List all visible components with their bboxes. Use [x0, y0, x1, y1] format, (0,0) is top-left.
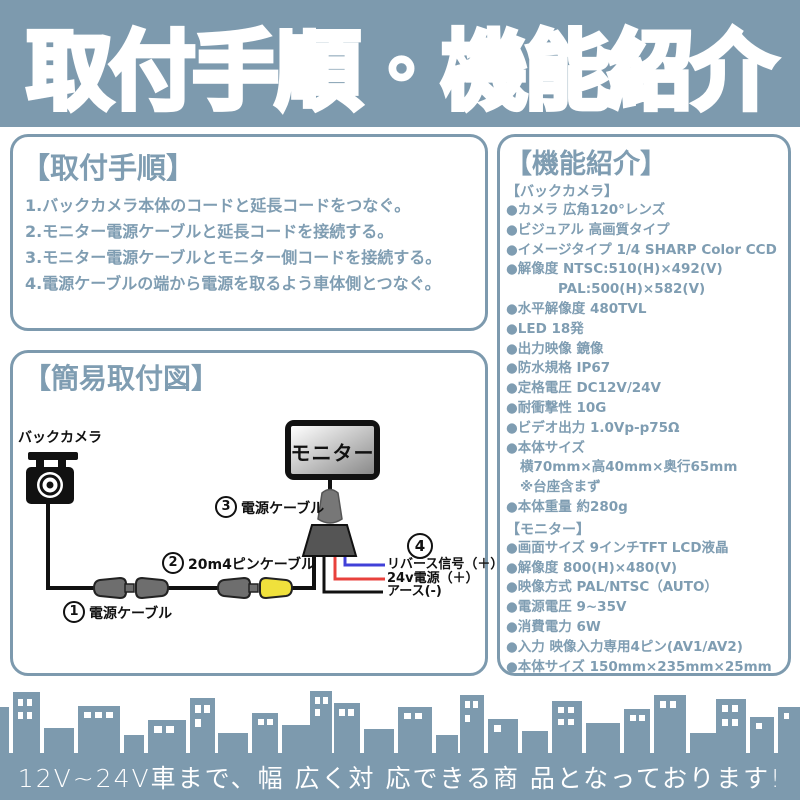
- features-panel: 【機能紹介】 【バックカメラ】 ●カメラ 広角120°レンズ ●ビジュアル 高画…: [497, 134, 791, 676]
- camera-spec-line: ●LED 18発: [506, 320, 584, 337]
- city-skyline: [0, 691, 800, 753]
- yellow-rca-connector: [259, 576, 294, 600]
- camera-spec-line: ●ビジュアル 高画質タイプ: [506, 221, 670, 238]
- reverse-wire: [343, 556, 385, 567]
- install-step-4: 4.電源ケーブルの端から電源を取るよう車体側とつなぐ。: [25, 274, 441, 293]
- connector-pair-1: [92, 576, 170, 600]
- page-title: 取付手順・機能紹介: [24, 20, 779, 125]
- splitter-icon: [301, 524, 358, 557]
- callout-1-badge: 1: [63, 601, 85, 623]
- install-step-1: 1.バックカメラ本体のコードと延長コードをつなぐ。: [25, 196, 411, 215]
- monitor-plug-icon: [301, 488, 358, 557]
- install-steps-heading: 【取付手順】: [21, 151, 196, 185]
- camera-spec-line: ●本体重量 約280g: [506, 498, 628, 515]
- wiring-diagram-drawing: [26, 420, 385, 600]
- install-step-3: 3.モニター電源ケーブルとモニター側コードを接続する。: [25, 248, 442, 267]
- camera-spec-line: ●カメラ 広角120°レンズ: [506, 202, 666, 218]
- callout-3-label: 電源ケーブル: [241, 501, 325, 517]
- camera-spec-line: ●水平解像度 480TVL: [506, 300, 647, 317]
- camera-spec-line: ●定格電圧 DC12V/24V: [506, 380, 661, 397]
- camera-spec-line: PAL:500(H)×582(V): [558, 281, 706, 298]
- camera-spec-line: ※台座含まず: [520, 479, 601, 496]
- camera-spec-line: ●本体サイズ: [506, 439, 585, 456]
- monitor-spec-line: ●解像度 800(H)×480(V): [506, 559, 678, 576]
- wiring-diagram-panel: 【簡易取付図】 バックカメラ モニター 1 電源ケーブル 2 20m4ピンケーブ…: [10, 350, 503, 676]
- monitor-label: モニター: [290, 441, 375, 465]
- monitor-spec-line: ●消費電力 6W: [506, 618, 601, 635]
- install-steps-panel: 【取付手順】 1.バックカメラ本体のコードと延長コードをつなぐ。 2.モニター電…: [10, 134, 488, 331]
- title-banner: 取付手順・機能紹介: [0, 0, 800, 127]
- diagram-heading: 【簡易取付図】: [23, 362, 220, 395]
- callout-2-badge: 2: [162, 552, 184, 574]
- camera-spec-line: ●出力映像 鏡像: [506, 340, 604, 357]
- camera-spec-line: ●解像度 NTSC:510(H)×492(V): [506, 261, 723, 278]
- monitor-spec-line: ●電源電圧 9~35V: [506, 599, 627, 616]
- video-cable-line: [290, 556, 316, 590]
- camera-spec-line: ●ビデオ出力 1.0Vp-p75Ω: [506, 419, 680, 436]
- features-heading: 【機能紹介】: [505, 149, 667, 180]
- monitor-spec-line: ●本体サイズ 150mm×235mm×25mm: [506, 658, 772, 675]
- footer-banner: 12V~24V車まで、幅 広く対 応できる商 品となっております!: [0, 753, 800, 800]
- callout-1-label: 電源ケーブル: [89, 606, 173, 622]
- monitor-spec-line: ●画面サイズ 9インチTFT LCD液晶: [506, 539, 729, 556]
- backup-camera-icon: [26, 452, 78, 504]
- camera-spec-line: ●耐衝撃性 10G: [506, 399, 607, 416]
- install-step-2: 2.モニター電源ケーブルと延長コードを接続する。: [25, 222, 394, 241]
- wire-label-ground: アース(-): [387, 584, 442, 599]
- callout-2-label: 20m4ピンケーブル: [188, 557, 315, 573]
- camera-spec-line: 横70mm×高40mm×奥行65mm: [520, 459, 738, 476]
- ground-wire: [322, 556, 383, 594]
- footer-text: 12V~24V車まで、幅 広く対 応できる商 品となっております!: [17, 763, 783, 793]
- monitor-icon: [285, 420, 380, 489]
- connector-pair-2: [216, 576, 294, 600]
- wire-label-power: 24v電源（＋）: [387, 571, 479, 586]
- monitor-spec-line: ●入力 映像入力専用4ピン(AV1/AV2): [506, 638, 743, 655]
- power-wire: [333, 556, 385, 581]
- camera-cable-line: [46, 504, 96, 590]
- callout-3-badge: 3: [215, 496, 237, 518]
- camera-label: バックカメラ: [18, 430, 102, 446]
- camera-specs-heading: 【バックカメラ】: [506, 184, 618, 200]
- monitor-specs-heading: 【モニター】: [506, 521, 590, 538]
- camera-spec-line: ●イメージタイプ 1/4 SHARP Color CCD: [506, 241, 777, 258]
- wire-label-reverse: リバース信号（＋）: [387, 557, 504, 572]
- callout-4-badge: 4: [407, 533, 433, 559]
- monitor-spec-line: ●映像方式 PAL/NTSC（AUTO）: [506, 579, 718, 596]
- camera-spec-line: ●防水規格 IP67: [506, 360, 611, 377]
